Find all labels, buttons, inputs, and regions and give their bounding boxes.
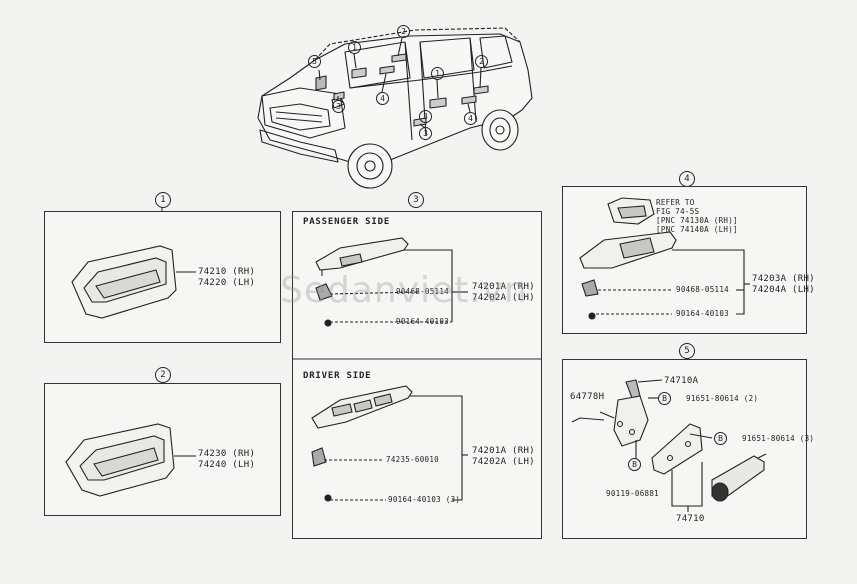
vehicle-callout-2b: 2 bbox=[475, 55, 488, 68]
panel-4-part-rh: 74203A (RH) bbox=[752, 274, 815, 284]
vehicle-callout-1a: 1 bbox=[348, 41, 361, 54]
vehicle-callout-1b: 1 bbox=[431, 67, 444, 80]
panel-1-part-lh: 74220 (LH) bbox=[198, 278, 256, 288]
panel-4-bolt-part: 90164-40103 bbox=[676, 309, 729, 318]
passenger-bolt-part: 90164-40103 bbox=[396, 317, 449, 326]
panel-1-index: 1 bbox=[155, 192, 171, 208]
passenger-screw-part: 90468-05114 bbox=[396, 287, 449, 296]
panel-2-part-rh: 74230 (RH) bbox=[198, 449, 256, 459]
vehicle-callout-3c: 3 bbox=[419, 110, 432, 123]
passenger-side-heading: PASSENGER SIDE bbox=[303, 217, 391, 227]
watermark-text: Sedanviet.vn bbox=[280, 270, 528, 311]
panel-2-index: 2 bbox=[155, 367, 171, 383]
panel-4-screw-part: 90468-05114 bbox=[676, 285, 729, 294]
driver-bolt-part: 90164-40103 (3) bbox=[388, 495, 461, 504]
panel-3-index: 3 bbox=[408, 192, 424, 208]
driver-side-heading: DRIVER SIDE bbox=[303, 371, 372, 381]
refer-line-3: [PNC 74130A (RH)] bbox=[656, 216, 738, 225]
panel-5-b-marker-1: B bbox=[658, 392, 671, 405]
passenger-part-rh: 74201A (RH) bbox=[472, 282, 535, 292]
refer-line-4: [PNC 74140A (LH)] bbox=[656, 225, 738, 234]
panel-2-part-lh: 74240 (LH) bbox=[198, 460, 256, 470]
panel-5-index: 5 bbox=[679, 343, 695, 359]
passenger-part-lh: 74202A (LH) bbox=[472, 293, 535, 303]
driver-part-rh: 74201A (RH) bbox=[472, 446, 535, 456]
vehicle-callout-3b: 3 bbox=[419, 127, 432, 140]
refer-line-1: REFER TO bbox=[656, 198, 695, 207]
vehicle-callout-2a: 2 bbox=[397, 25, 410, 38]
vehicle-callout-5: 5 bbox=[308, 55, 321, 68]
refer-line-2: FIG 74-5S bbox=[656, 207, 700, 216]
panel-5-left-part: 64778H bbox=[570, 392, 605, 402]
panel-5-bottom-part: 74710 bbox=[676, 514, 705, 524]
vehicle-callout-4b: 4 bbox=[464, 112, 477, 125]
panel-4-part-lh: 74204A (LH) bbox=[752, 285, 815, 295]
driver-clip-part: 74235-60010 bbox=[386, 455, 439, 464]
driver-part-lh: 74202A (LH) bbox=[472, 457, 535, 467]
panel-5-b-marker-3: B bbox=[628, 458, 641, 471]
panel-5-b-marker-2: B bbox=[714, 432, 727, 445]
panel-5-bolt-a: 91651-80614 (2) bbox=[686, 394, 759, 403]
panel-5-bolt-c: 90119-06881 bbox=[606, 489, 659, 498]
panel-5-top-part: 74710A bbox=[664, 376, 699, 386]
panel-1-part-rh: 74210 (RH) bbox=[198, 267, 256, 277]
vehicle-callout-4a: 4 bbox=[376, 92, 389, 105]
panel-5-bolt-b: 91651-80614 (3) bbox=[742, 434, 815, 443]
vehicle-callout-3a: 3 bbox=[332, 100, 345, 113]
